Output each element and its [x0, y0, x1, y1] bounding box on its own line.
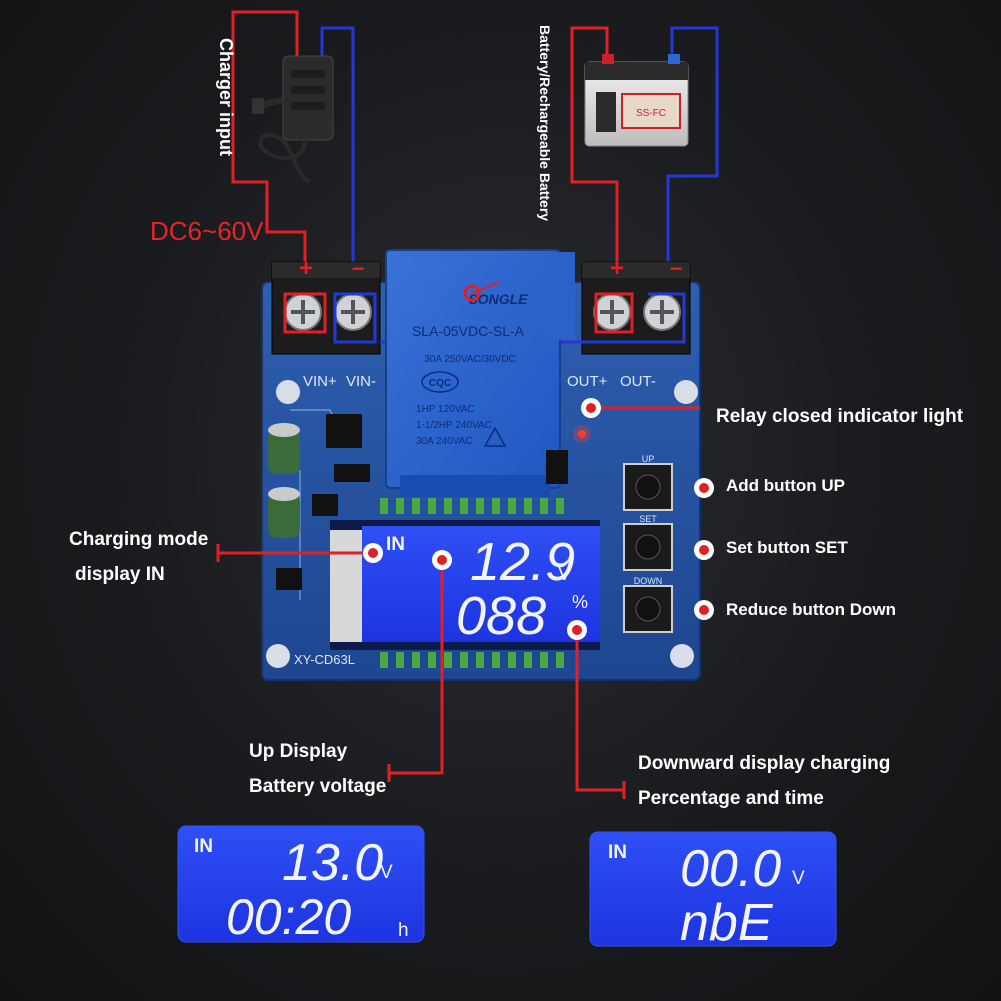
- lcd-main-mode: IN: [386, 534, 405, 555]
- vin-minus-label: VIN-: [346, 373, 376, 390]
- out-plus-sign: +: [610, 255, 624, 282]
- battery-negative-wire: [666, 26, 719, 292]
- button-set[interactable]: [623, 523, 673, 571]
- lcd-main-top: 12.9: [470, 532, 575, 592]
- vin-plus-sign: +: [299, 255, 313, 282]
- down-display-label-1: Downward display charging: [638, 753, 891, 774]
- lcd-ex2-bottom: nbE: [680, 894, 774, 952]
- lcd-ex2-mode: IN: [608, 842, 627, 863]
- battery: SS-FC: [584, 54, 689, 147]
- button-up[interactable]: [623, 463, 673, 511]
- button-set-silk: SET: [639, 514, 657, 524]
- relay-rating-3: 1-1/2HP 240VAC: [416, 420, 492, 431]
- wiring: [231, 10, 719, 292]
- lcd-main-bottom: 088: [456, 586, 546, 646]
- board-model-label: XY-CD63L: [294, 652, 355, 667]
- capacitors: [268, 423, 300, 538]
- vin-plus-label: VIN+: [303, 373, 337, 390]
- down-display-label-2: Percentage and time: [638, 788, 824, 809]
- charger-negative-wire: [320, 26, 355, 292]
- relay-rating-4: 30A 240VAC: [416, 436, 473, 447]
- charger-adapter: [252, 55, 334, 184]
- charger-input-label: Charger input: [216, 38, 236, 157]
- add-button-label: Add button UP: [726, 476, 845, 495]
- lcd-ex1-mode: IN: [194, 836, 213, 857]
- lcd-ex1-top: 13.0: [282, 834, 383, 892]
- warning-icon: [483, 426, 507, 447]
- callout-dots: [363, 398, 714, 640]
- out-plus-label: OUT+: [567, 373, 608, 390]
- callouts: [216, 406, 700, 799]
- output-terminal-block: [581, 261, 691, 355]
- relay-indicator-label: Relay closed indicator light: [716, 406, 964, 427]
- relay-brand: SONGLE: [468, 291, 528, 307]
- relay-rating-1: 30A 250VAC/30VDC: [424, 354, 516, 365]
- button-down[interactable]: [623, 585, 673, 633]
- lcd-pins: [380, 498, 564, 668]
- button-down-silk: DOWN: [634, 576, 663, 586]
- relay: SONGLE SLA-05VDC-SL-A 30A 250VAC/30VDC C…: [385, 249, 575, 497]
- lcd-ex2-top: 00.0: [680, 840, 781, 898]
- relay-rating-2: 1HP 120VAC: [416, 404, 475, 415]
- lcd-ex2-top-unit: V: [792, 868, 805, 889]
- up-display-label-2: Battery voltage: [249, 776, 387, 797]
- charging-mode-label-1: Charging mode: [69, 529, 209, 550]
- charger-positive-wire: [231, 10, 307, 292]
- lcd-ex1-bottom: 00:20: [226, 889, 351, 945]
- lcd-main: [330, 520, 600, 650]
- lcd-main-bottom-unit: %: [572, 592, 588, 612]
- battery-positive-wire: [570, 26, 619, 292]
- out-minus-sign: −: [670, 256, 683, 281]
- charging-mode-label-2: display IN: [75, 564, 165, 585]
- battery-label: Battery/Rechargeable Battery: [537, 25, 553, 222]
- relay-indicator-led: [578, 430, 586, 438]
- vin-minus-sign: −: [352, 256, 365, 281]
- lcd-example-1: [177, 825, 425, 943]
- ic-chips: [276, 414, 568, 590]
- dc-range-label: DC6~60V: [150, 216, 264, 246]
- battery-brand-text: SS-FC: [636, 108, 666, 119]
- up-display-label-1: Up Display: [249, 741, 348, 762]
- lcd-ex1-top-unit: V: [380, 862, 393, 883]
- out-minus-label: OUT-: [620, 373, 656, 390]
- lcd-example-2: [589, 831, 837, 947]
- lcd-ex1-bottom-unit: h: [398, 920, 409, 941]
- lcd-main-top-unit: V: [558, 564, 571, 585]
- button-up-silk: UP: [642, 454, 655, 464]
- reduce-button-label: Reduce button Down: [726, 600, 896, 619]
- set-button-label: Set button SET: [726, 538, 848, 557]
- relay-model: SLA-05VDC-SL-A: [412, 323, 525, 339]
- relay-cert: CQC: [429, 378, 451, 389]
